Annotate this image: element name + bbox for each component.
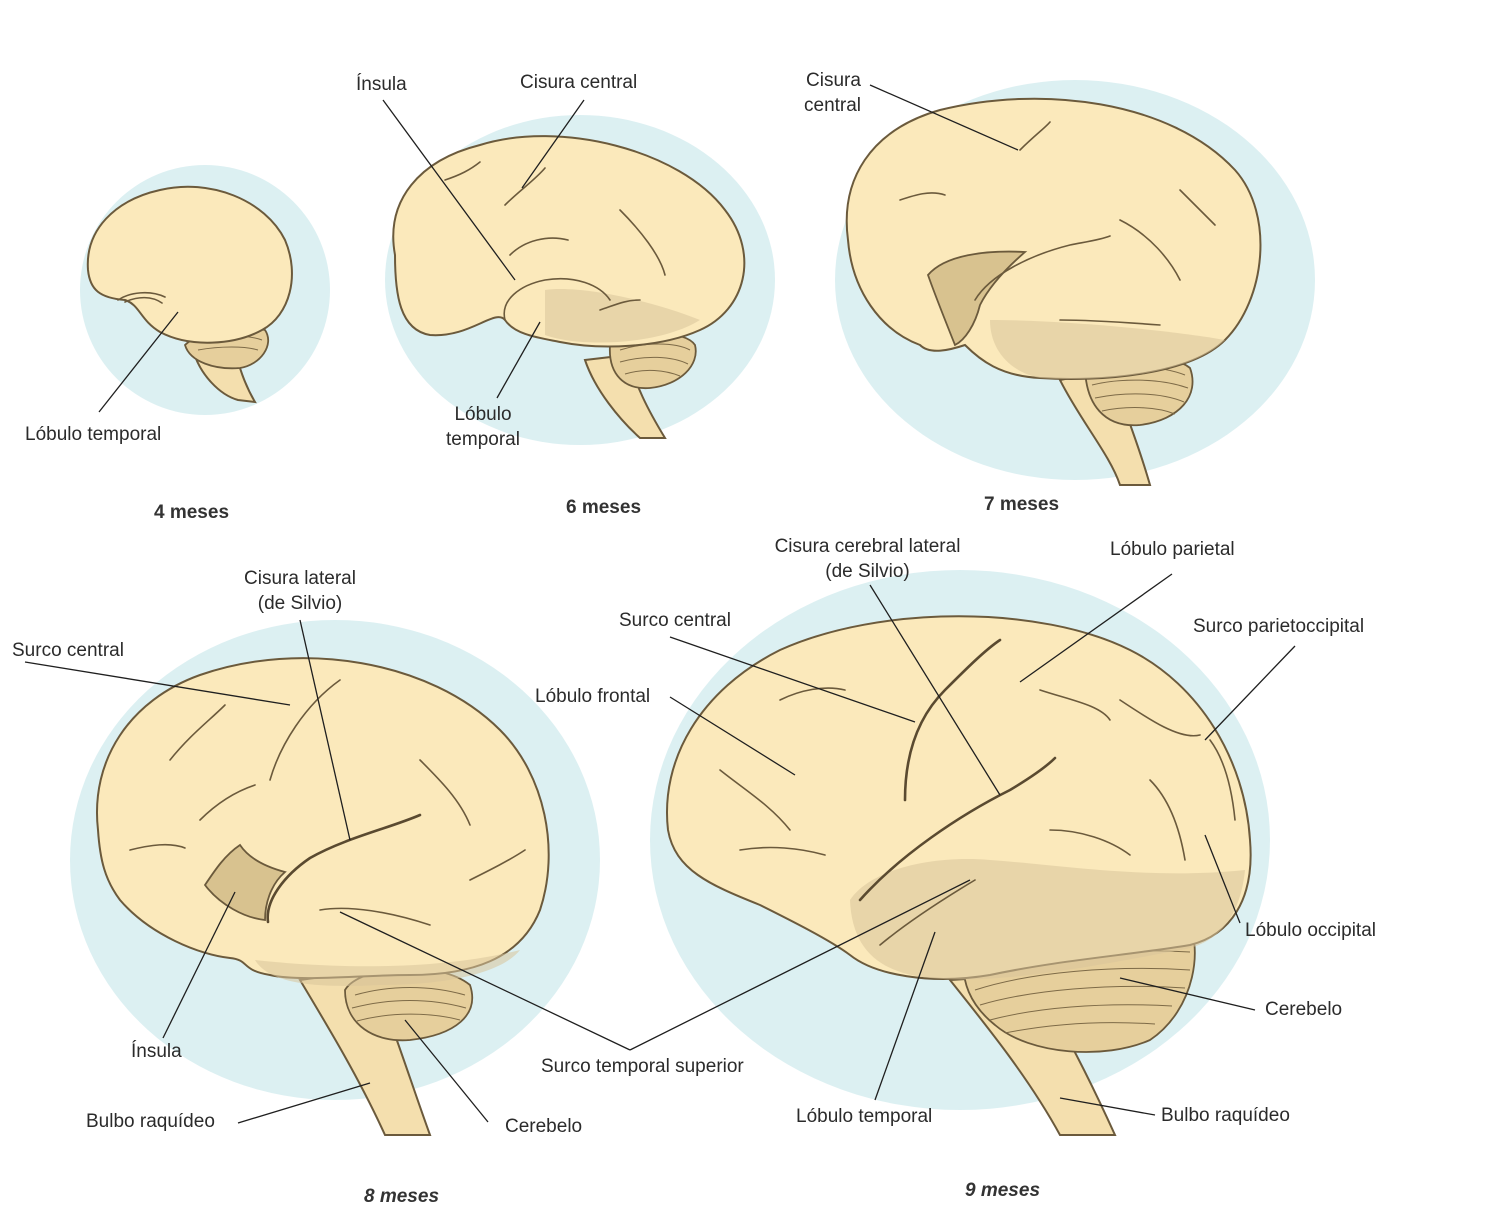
brain-9-months: [629, 570, 1296, 1136]
label-4m-lobulo-temporal: Lóbulo temporal: [25, 424, 162, 445]
caption-4-meses: 4 meses: [154, 502, 230, 523]
label-9m-surco-parietoccipital: Surco parietoccipital: [1193, 616, 1365, 637]
label-8m-surco-central: Surco central: [12, 640, 124, 661]
label-8m-bulbo-raquideo: Bulbo raquídeo: [86, 1111, 215, 1132]
brain-4-months: [80, 165, 330, 415]
label-7m-cisura-central-line1: Cisura: [806, 70, 861, 91]
label-6m-cisura-central: Cisura central: [520, 72, 638, 93]
caption-8-meses: 8 meses: [364, 1186, 440, 1207]
label-surco-temporal-superior: Surco temporal superior: [541, 1056, 744, 1077]
brain-6-months: [382, 99, 775, 445]
caption-7-meses: 7 meses: [984, 494, 1060, 515]
label-9m-cerebelo: Cerebelo: [1265, 999, 1343, 1020]
label-6m-lobulo-temporal-line2: temporal: [446, 429, 520, 450]
label-9m-lobulo-frontal: Lóbulo frontal: [535, 686, 651, 707]
label-6m-insula: Ínsula: [356, 74, 407, 95]
label-9m-surco-central: Surco central: [619, 610, 731, 631]
label-7m-cisura-central-line2: central: [804, 95, 862, 116]
label-9m-cisura-lateral-line2: (de Silvio): [825, 561, 910, 582]
label-9m-lobulo-temporal: Lóbulo temporal: [796, 1106, 933, 1127]
brain-8-months: [24, 619, 631, 1136]
caption-9-meses: 9 meses: [965, 1180, 1041, 1201]
label-8m-cisura-lateral-line2: (de Silvio): [257, 593, 343, 614]
brain-7-months: [835, 80, 1315, 486]
label-6m-lobulo-temporal-line1: Lóbulo: [454, 404, 512, 425]
caption-6-meses: 6 meses: [566, 497, 642, 518]
label-8m-cisura-lateral-line1: Cisura lateral: [244, 568, 356, 589]
label-9m-bulbo-raquideo: Bulbo raquídeo: [1161, 1105, 1290, 1126]
label-9m-lobulo-parietal: Lóbulo parietal: [1110, 539, 1235, 560]
label-9m-lobulo-occipital: Lóbulo occipital: [1245, 920, 1376, 941]
label-8m-cerebelo: Cerebelo: [505, 1116, 583, 1137]
label-9m-cisura-lateral-line1: Cisura cerebral lateral: [774, 536, 961, 557]
label-8m-insula: Ínsula: [131, 1041, 182, 1062]
